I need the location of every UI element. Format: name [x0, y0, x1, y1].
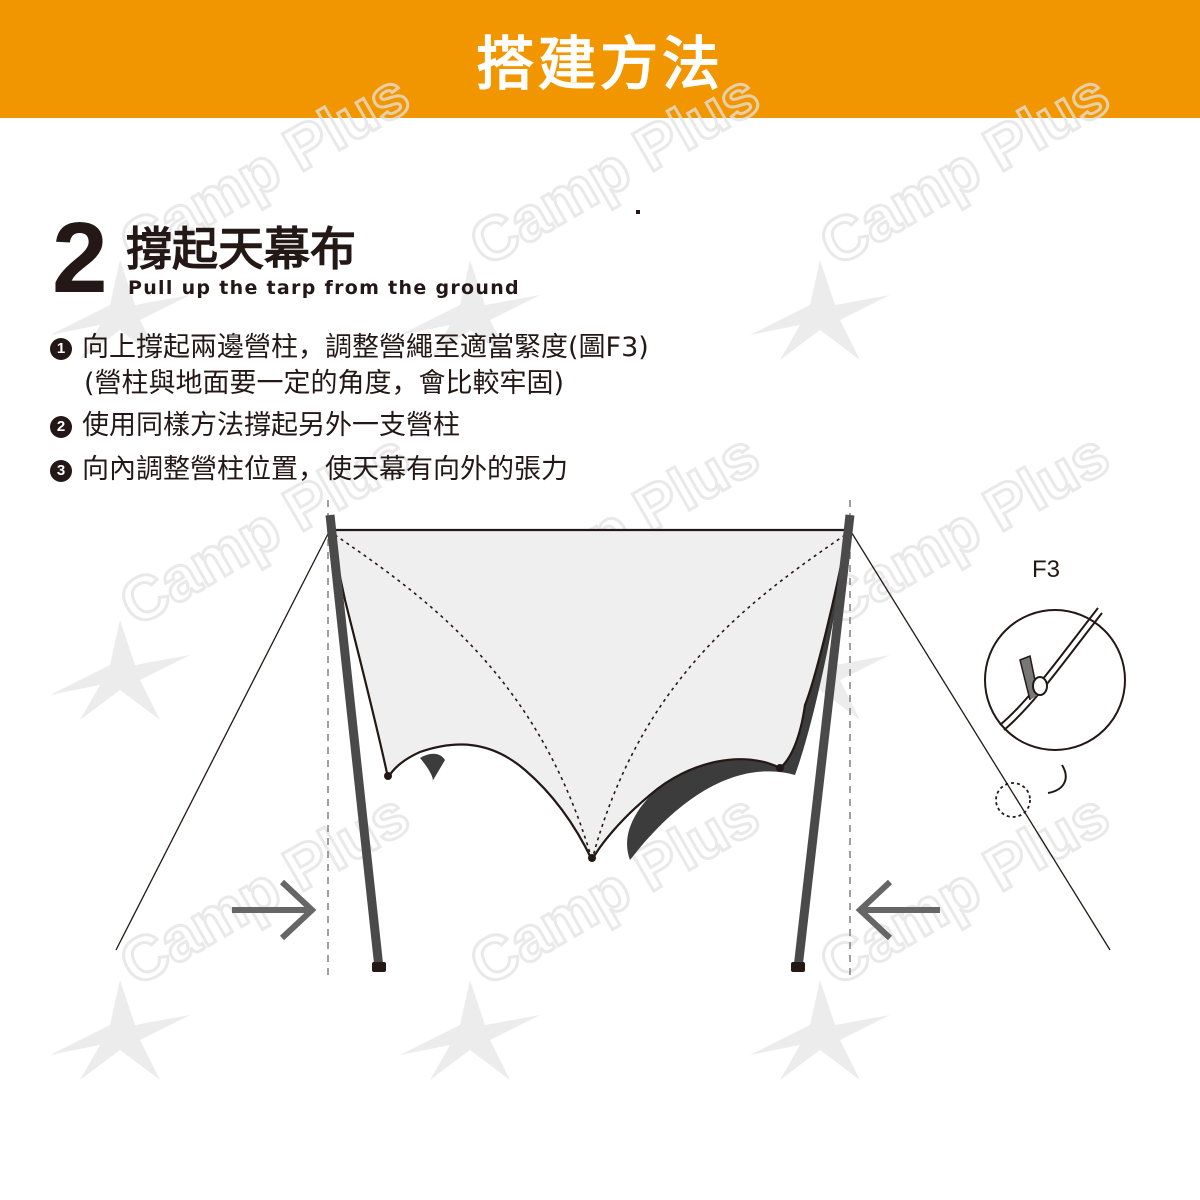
grommet [588, 854, 596, 862]
tarp-fold-line-left [334, 534, 593, 861]
figure-label: F3 [1032, 556, 1061, 583]
step-subtitle: Pull up the tarp from the ground [128, 277, 520, 299]
instruction-item: 1 向上撐起兩邊營柱，調整營繩至適當緊度(圖F3) [50, 330, 649, 366]
instruction-note: (營柱與地面要一定的角度，會比較牢固) [84, 366, 564, 402]
left-arrow-icon [855, 879, 940, 941]
right-pole [793, 514, 855, 969]
right-arrow-icon [232, 879, 317, 941]
instruction-text: 使用同樣方法撐起另外一支營柱 [82, 410, 460, 441]
left-guy-rope [115, 529, 331, 951]
tarp-shadow-right [627, 535, 848, 860]
instruction-text: 向上撐起兩邊營柱，調整營繩至適當緊度(圖F3) [82, 332, 649, 363]
right-guy-rope [849, 529, 1111, 951]
dot-mark [636, 210, 640, 214]
right-pole-foot [791, 962, 805, 972]
tarp-fold-line-right [591, 534, 846, 861]
detail-callout-circle [995, 782, 1031, 818]
step-number: 2 [52, 202, 108, 314]
header-bar: 搭建方法 [0, 0, 1200, 118]
instruction-text: (營柱與地面要一定的角度，會比較牢固) [84, 368, 565, 399]
tarp-shadow-left [420, 753, 445, 782]
tarp-sheet [328, 528, 850, 862]
instruction-item: 2 使用同樣方法撐起另外一支營柱 [50, 408, 460, 444]
step-number-badge: 1 [50, 338, 72, 360]
instruction-item: 3 向內調整營柱位置，使天幕有向外的張力 [50, 452, 568, 488]
left-pole-foot [372, 962, 386, 972]
callout-pointer [1047, 764, 1067, 794]
header-title: 搭建方法 [475, 30, 724, 98]
step-title: 撐起天幕布 [126, 222, 356, 276]
instruction-text: 向內調整營柱位置，使天幕有向外的張力 [82, 454, 568, 485]
step-number-badge: 3 [50, 460, 72, 482]
grommet [776, 764, 784, 772]
step-number-badge: 2 [50, 416, 72, 438]
rope-tensioner-icon [999, 607, 1103, 731]
left-pole [325, 514, 384, 969]
grommet [384, 772, 392, 780]
